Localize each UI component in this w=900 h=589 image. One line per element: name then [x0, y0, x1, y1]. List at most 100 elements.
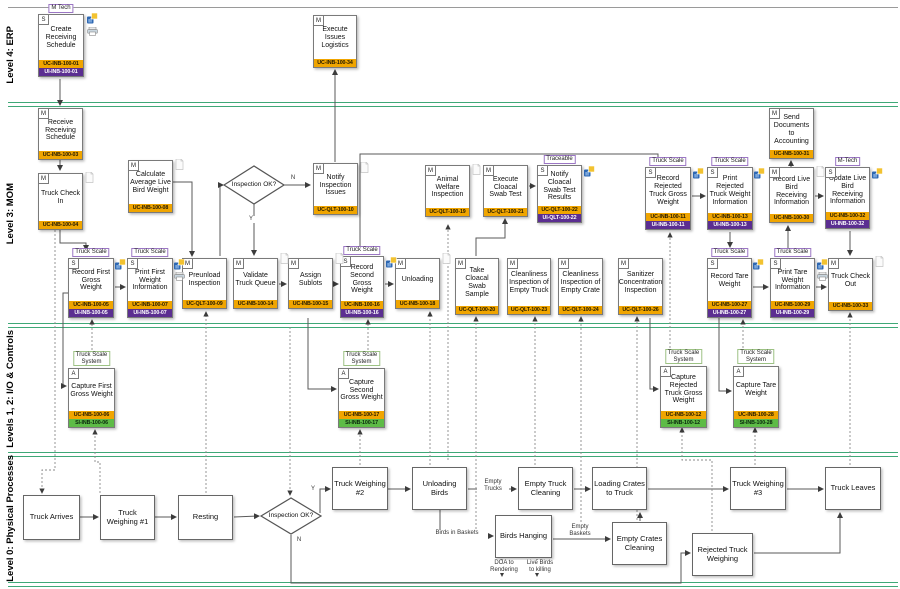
process-rejected-truck-weighing[interactable]: Rejected Truck Weighing	[692, 533, 753, 576]
task-label: Execute Issues Logistics	[321, 26, 349, 49]
decision-inspection-ok-mom[interactable]	[222, 165, 286, 205]
flow-connector	[59, 230, 89, 251]
process-truck-weighing-2[interactable]: Truck Weighing #2	[332, 467, 388, 510]
lane-separator	[8, 102, 898, 107]
process-empty-truck-cleaning[interactable]: Empty Truck Cleaning	[518, 467, 573, 510]
task-type-tag: S	[68, 258, 79, 269]
document-icon	[175, 158, 184, 170]
task-label-area: Create Receiving Schedule	[39, 15, 83, 60]
task-label-area: Take Cloacal Swab Sample	[456, 259, 498, 306]
task-label: Record Rejected Truck Gross Weight	[649, 175, 687, 206]
task-label-area: Truck Check Out	[829, 259, 872, 302]
task-label: Print First Weight Information	[132, 268, 168, 292]
flow-connector	[173, 181, 195, 257]
task-label: Create Receiving Schedule	[45, 26, 77, 49]
task-label: Notify Cloacal Swab Test Results	[543, 170, 576, 202]
task-label: Truck Check In	[40, 190, 81, 205]
task-label-area: Preunload Inspection	[183, 259, 226, 300]
task-id-band: UC-INB-100-08	[129, 204, 172, 212]
process-label: Birds Hanging	[499, 531, 548, 541]
process-truck-weighing-1[interactable]: Truck Weighing #1	[100, 495, 155, 540]
task-id-band: UC-QLT-100-24	[559, 306, 602, 314]
decision-label: Inspection OK?	[268, 511, 314, 519]
swimlane-label: Levels 1, 2: I/O & Controls	[4, 329, 16, 448]
flow-connector	[475, 218, 508, 256]
process-resting[interactable]: Resting	[178, 495, 233, 540]
process-truck-leaves[interactable]: Truck Leaves	[825, 467, 881, 510]
flow-connector	[319, 486, 331, 513]
decision-inspection-ok-l0[interactable]	[259, 497, 323, 535]
report-icon	[87, 12, 98, 24]
task-label-area: Validate Truck Queue	[234, 259, 277, 300]
swimlane-1: Level 3: MOM	[0, 104, 20, 323]
task-top-label: Truck Scale System	[72, 351, 111, 367]
task-label: Cleanliness Inspection of Empty Crate	[560, 271, 601, 294]
task-label-area: Assign Sublots	[289, 259, 332, 300]
task-type-tag: M	[558, 258, 569, 269]
task-type-tag: M	[233, 258, 244, 269]
task-label: Update Live Bird Receiving Information	[828, 174, 867, 206]
process-unloading-birds[interactable]: Unloading Birds	[412, 467, 467, 510]
task-type-tag: A	[338, 368, 349, 379]
task-type-tag: S	[770, 258, 781, 269]
task-label: Record First Gross Weight	[71, 268, 111, 292]
task-id-band: UC-QLT-100-09	[183, 300, 226, 308]
decision-label: Inspection OK?	[231, 180, 277, 188]
task-id-band: UC-QLT-100-26	[619, 306, 662, 314]
task-type-tag: A	[733, 366, 744, 377]
document-icon	[85, 171, 94, 183]
task-id-band: SI-INB-100-28	[734, 419, 778, 427]
task-id-band: UC-INB-100-04	[39, 221, 82, 229]
task-label: Record Second Gross Weight	[350, 263, 374, 295]
task-label-area: Truck Check In	[39, 174, 82, 221]
process-truck-arrives[interactable]: Truck Arrives	[23, 495, 80, 540]
process-loading-crates-to-truck[interactable]: Loading Crates to Truck	[592, 467, 647, 510]
task-top-label: Truck Scale	[711, 157, 749, 166]
process-empty-crates-cleaning[interactable]: Empty Crates Cleaning	[612, 522, 667, 565]
diagram-top-border	[8, 7, 898, 8]
task-label: Preunload Inspection	[188, 272, 221, 287]
document-icon	[280, 252, 289, 264]
task-label: Validate Truck Queue	[235, 272, 276, 287]
process-birds-hanging[interactable]: Birds Hanging	[495, 515, 552, 558]
task-type-tag: M	[313, 15, 324, 26]
process-truck-weighing-3[interactable]: Truck Weighing #3	[730, 467, 786, 510]
task-top-label: Truck Scale	[649, 157, 687, 166]
task-type-tag: M	[769, 167, 780, 178]
task-label-area: Animal Welfare Inspection	[426, 166, 469, 208]
task-label: Print Tare Weight Information	[774, 268, 811, 292]
task-label: Receive Receiving Schedule	[45, 118, 76, 142]
